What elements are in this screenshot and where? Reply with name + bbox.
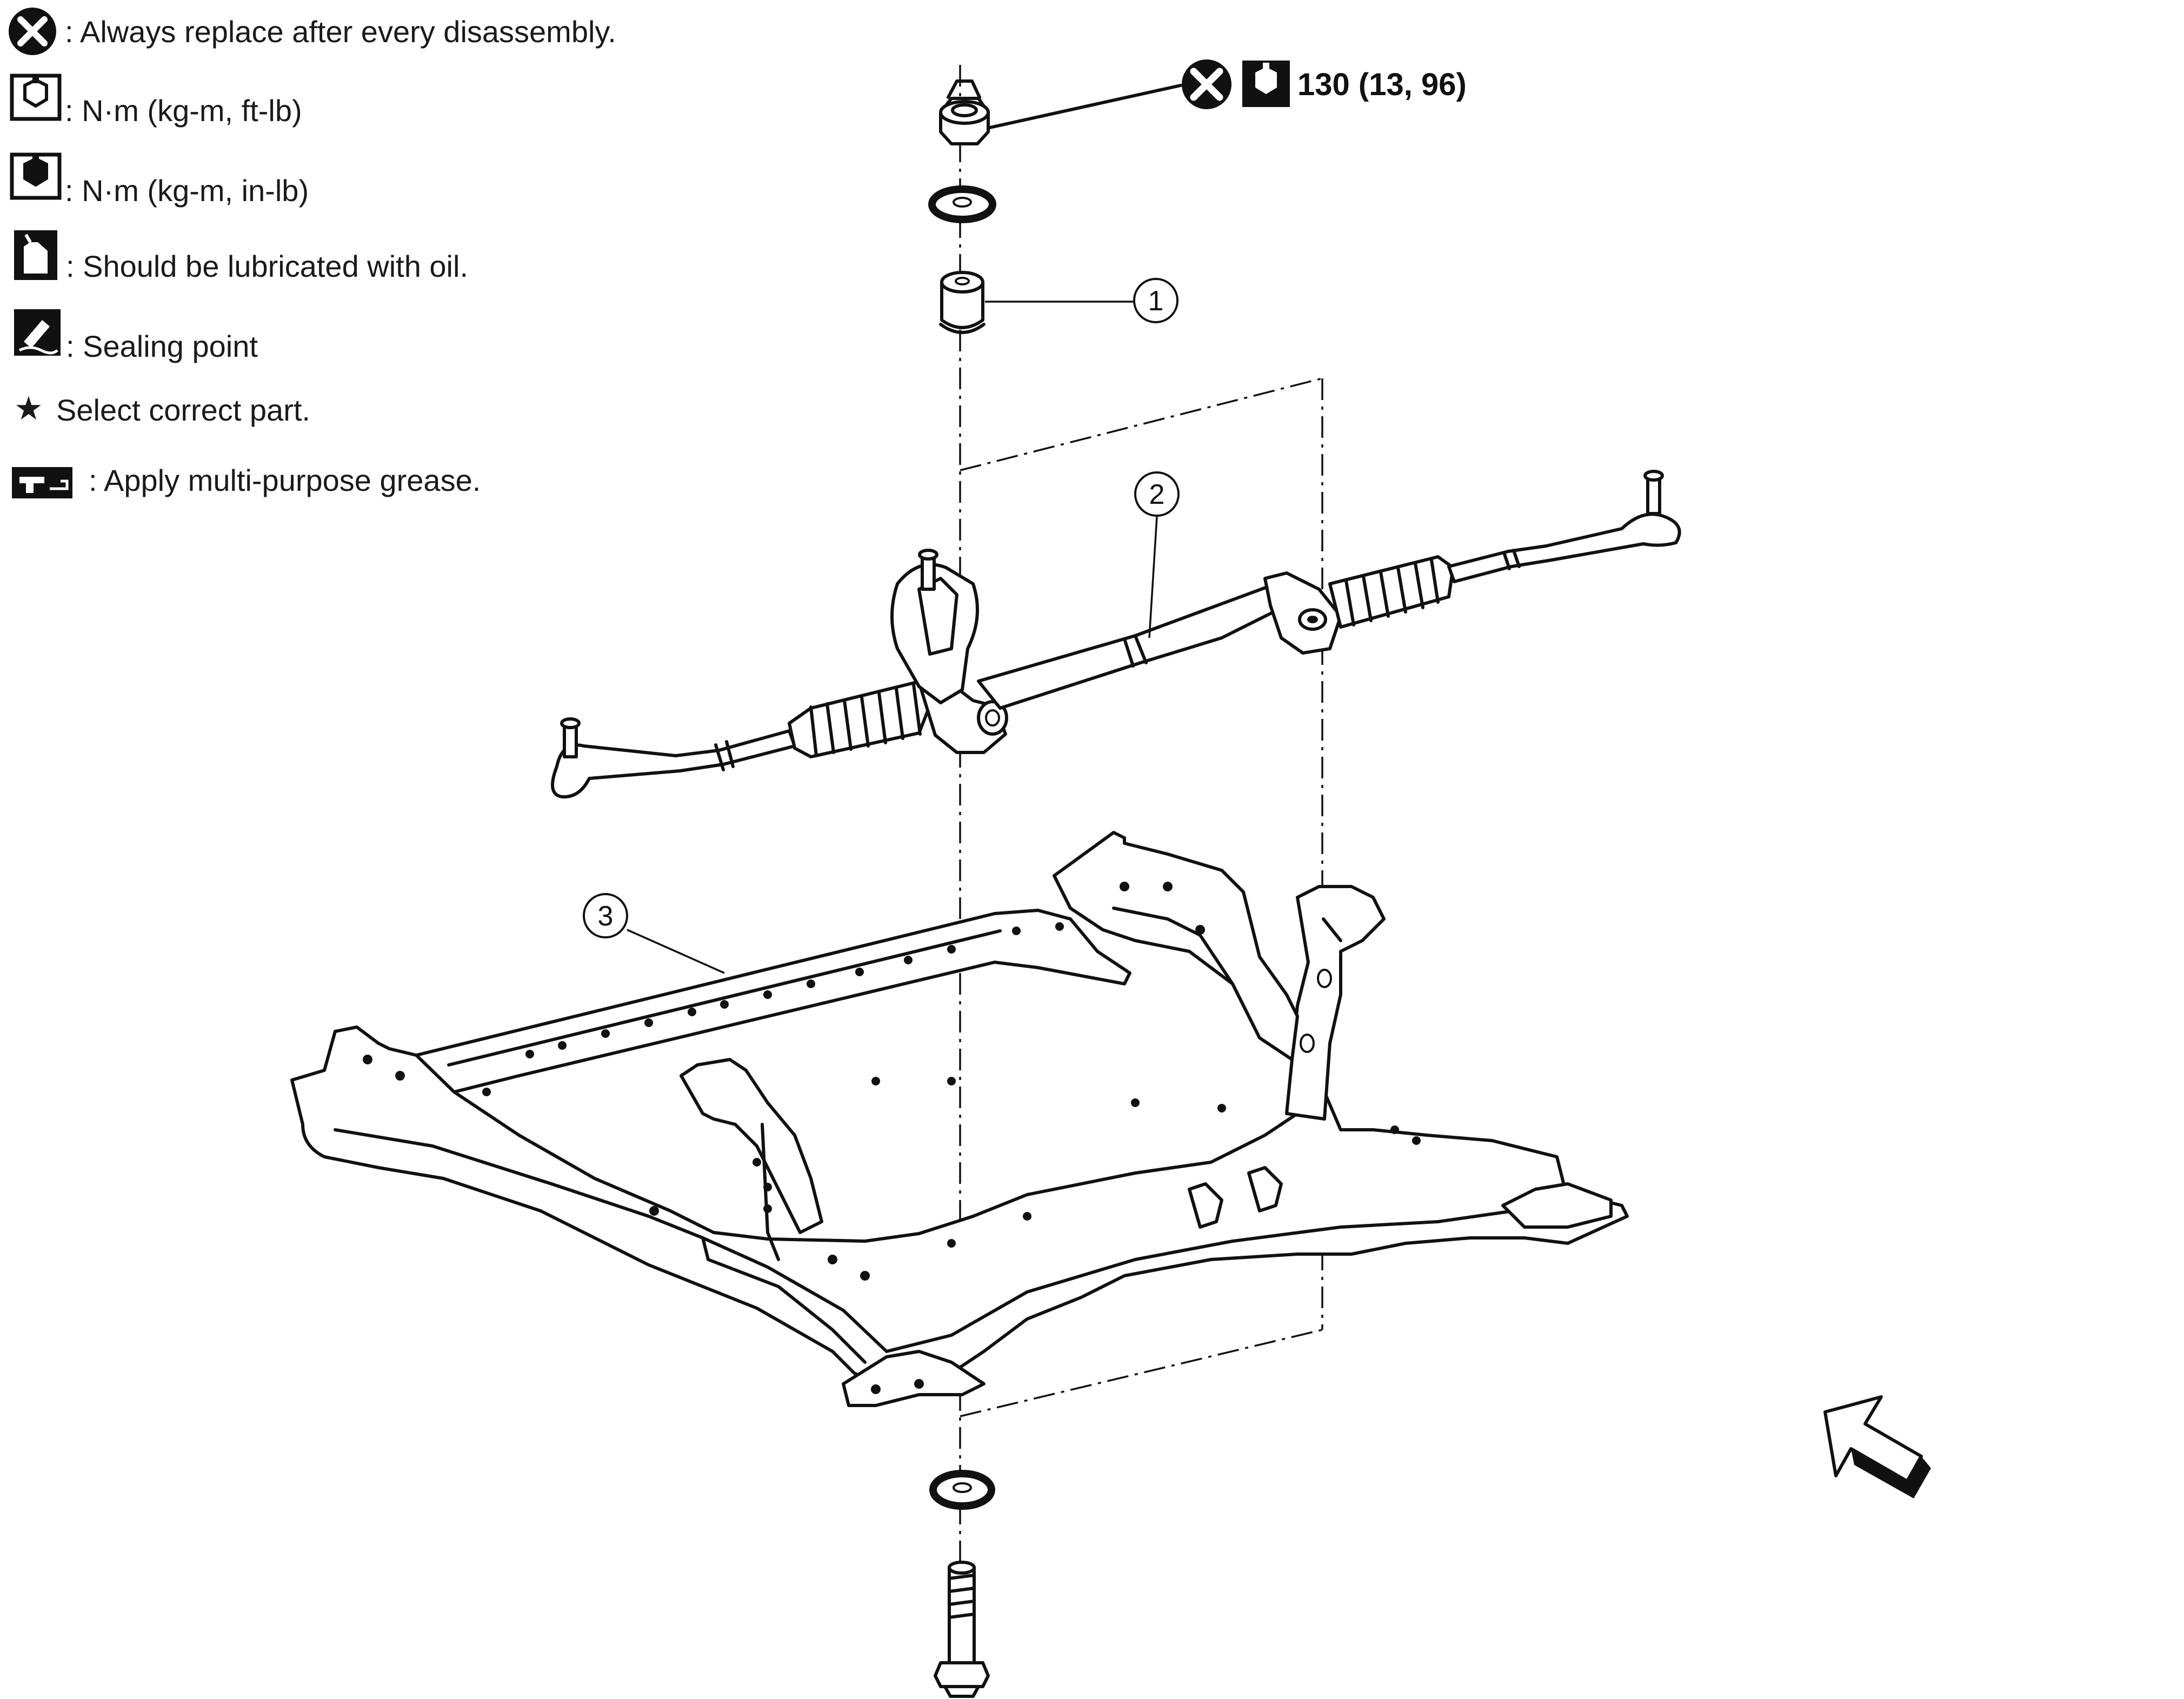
legend: : Always replace after every disassembly… [9, 8, 616, 498]
replace-x-icon [9, 8, 56, 55]
bolt [934, 1561, 990, 1698]
legend-text-select-part: Select correct part. [56, 393, 310, 427]
star-icon: ★ [14, 390, 43, 427]
upper-nut [939, 79, 990, 145]
legend-text-torque-inlb: : N·m (kg-m, in-lb) [65, 174, 309, 208]
rubber-bushing [939, 271, 986, 334]
front-direction-arrow-icon [1823, 1395, 1931, 1498]
sealing-point-icon [14, 309, 61, 356]
callout-1: 1 [985, 278, 1178, 323]
callout-number-1: 1 [1148, 285, 1164, 317]
front-suspension-member [290, 831, 1629, 1407]
torque-wrench-filled-icon [10, 152, 62, 200]
lower-washer [929, 1470, 995, 1510]
legend-text-grease: : Apply multi-purpose grease. [89, 463, 481, 497]
grease-icon [12, 467, 72, 498]
legend-text-replace: : Always replace after every disassembly… [65, 15, 616, 49]
legend-text-oil: : Should be lubricated with oil. [66, 249, 468, 283]
oil-can-icon [14, 230, 57, 280]
callout-number-3: 3 [598, 901, 614, 932]
torque-wrench-icon [1242, 61, 1290, 107]
torque-callout: 130 (13, 96) [974, 59, 1467, 132]
steering-gear-assembly [551, 470, 1681, 799]
legend-text-sealing: : Sealing point [66, 329, 258, 363]
upper-washer [928, 185, 996, 223]
torque-value: 130 (13, 96) [1297, 67, 1467, 102]
replace-x-icon [1182, 59, 1231, 109]
callout-3: 3 [583, 893, 725, 974]
legend-text-torque-ftlb: : N·m (kg-m, ft-lb) [65, 94, 302, 128]
torque-wrench-icon [10, 74, 62, 121]
callout-number-2: 2 [1149, 479, 1165, 510]
callout-2: 2 [1134, 471, 1180, 638]
